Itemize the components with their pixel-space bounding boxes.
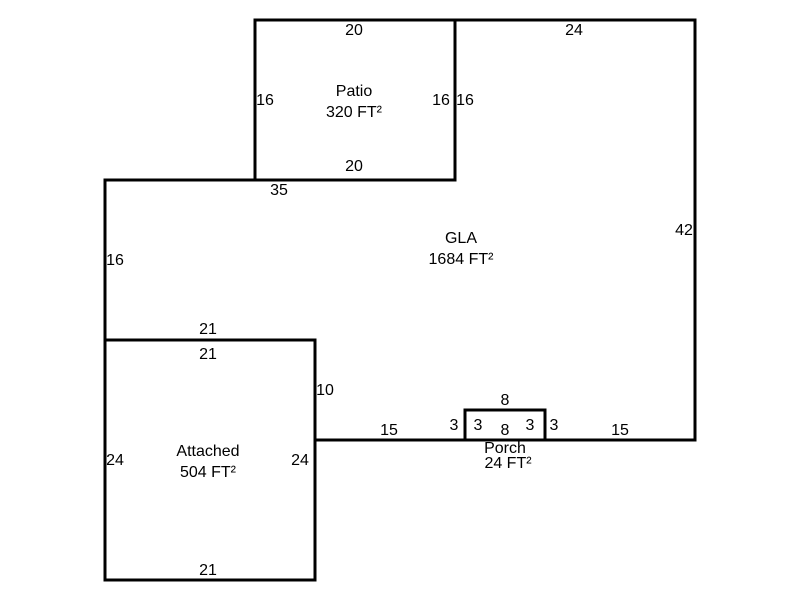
dim-gla-patio-side: 16	[456, 92, 474, 109]
attached-area: 504 FT²	[180, 464, 237, 481]
dim-patio-right: 16	[432, 92, 450, 109]
gla-label: GLA	[445, 230, 477, 247]
dim-gla-porch-right: 3	[550, 417, 559, 434]
dim-patio-bottom: 20	[345, 158, 363, 175]
dim-gla-bottom-right: 15	[611, 422, 629, 439]
attached-garage-outline	[103, 338, 317, 582]
gla-area: 1684 FT²	[429, 251, 495, 268]
dim-attached-right: 24	[291, 452, 309, 469]
dim-porch-right: 3	[526, 417, 535, 434]
attached-label: Attached	[176, 443, 239, 460]
dim-gla-attached-top: 21	[199, 321, 217, 338]
dim-gla-top: 24	[565, 22, 583, 39]
gla-outline	[103, 18, 697, 442]
dim-gla-step: 10	[316, 382, 334, 399]
porch-area: 24 FT²	[484, 455, 532, 472]
dim-porch-bottom: 8	[501, 422, 510, 439]
dim-patio-top: 20	[345, 22, 363, 39]
dim-attached-left: 24	[106, 452, 124, 469]
dim-attached-top: 21	[199, 346, 217, 363]
patio-label: Patio	[336, 83, 373, 100]
dim-porch-top: 8	[501, 392, 510, 409]
dim-gla-left: 16	[106, 252, 124, 269]
dim-patio-left: 16	[256, 92, 274, 109]
dim-attached-bottom: 21	[199, 562, 217, 579]
patio-area: 320 FT²	[326, 104, 383, 121]
patio-outline	[253, 18, 457, 182]
dim-gla-top-left: 35	[270, 182, 288, 199]
dim-porch-left: 3	[474, 417, 483, 434]
dim-gla-bottom-left: 15	[380, 422, 398, 439]
dim-gla-porch-left: 3	[450, 417, 459, 434]
porch-label: Porch	[484, 440, 526, 457]
porch-outline	[463, 408, 547, 442]
dim-gla-right: 42	[675, 222, 693, 239]
